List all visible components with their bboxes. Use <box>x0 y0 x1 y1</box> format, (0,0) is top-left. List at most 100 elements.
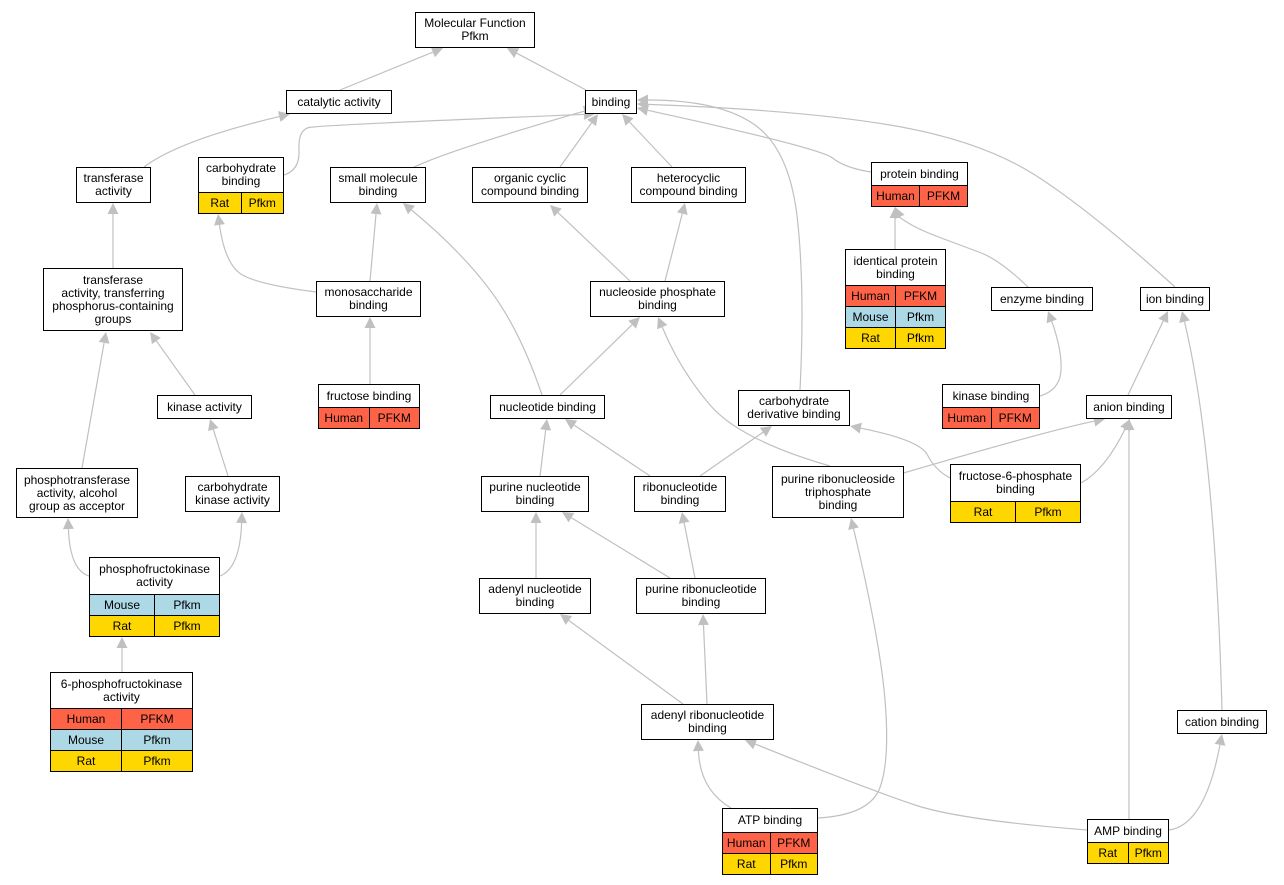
edge-f6p-to-anion <box>1080 428 1126 484</box>
node-label: carbohydrate derivative binding <box>747 394 841 421</box>
gene-symbol: PFKM <box>895 285 945 307</box>
node-cation[interactable]: cation binding <box>1177 710 1267 734</box>
node-kinase-act[interactable]: kinase activity <box>157 395 252 419</box>
node-ion[interactable]: ion binding <box>1140 287 1210 311</box>
node-label: Molecular Function Pfkm <box>424 16 526 43</box>
gene-symbol: PFKM <box>121 708 192 730</box>
node-org-cyclic[interactable]: organic cyclic compound binding <box>472 167 588 203</box>
arrowhead-phosphotrans-to-transferase-p <box>98 332 110 344</box>
arrowhead-adenyl-nuc-to-purine-nuc <box>530 512 542 523</box>
node-ribonuc[interactable]: ribonucleotide binding <box>634 476 726 512</box>
edge-purine-ribonucleoside-to-anion <box>899 420 1095 475</box>
node-label: enzyme binding <box>999 291 1085 306</box>
node-nucleotide[interactable]: nucleotide binding <box>490 395 605 419</box>
species-name: Human <box>846 285 896 307</box>
gene-symbol: Pfkm <box>895 306 945 328</box>
node-purine-ribonucleoside[interactable]: purine ribonucleoside triphosphate bindi… <box>772 466 904 518</box>
node-adenyl-ribonuc[interactable]: adenyl ribonucleotide binding <box>641 704 774 740</box>
edge-atp-to-adenyl-ribonuc <box>697 750 732 809</box>
node-transferase-p[interactable]: transferase activity, transferring phosp… <box>43 268 183 331</box>
gene-symbol: PFKM <box>769 832 817 854</box>
edge-cation-to-ion <box>1183 321 1223 711</box>
node-hetero[interactable]: heterocyclic compound binding <box>631 167 746 203</box>
node-label: adenyl ribonucleotide binding <box>650 708 765 735</box>
node-purine-ribonuc[interactable]: purine ribonucleotide binding <box>636 578 766 614</box>
node-carb-kinase[interactable]: carbohydrate kinase activity <box>185 476 280 512</box>
node-label: carbohydrate binding <box>205 161 277 188</box>
species-name: Rat <box>1088 842 1128 863</box>
node-catalytic[interactable]: catalytic activity <box>286 90 392 114</box>
species-name: Human <box>943 407 991 428</box>
arrowhead-anion-to-ion <box>1158 311 1169 324</box>
node-label: phosphofructokinase activity <box>99 562 210 589</box>
gene-symbol: Pfkm <box>895 327 945 348</box>
arrowhead-amp-to-cation <box>1214 734 1226 746</box>
gene-symbol: Pfkm <box>240 192 283 213</box>
node-carb-deriv[interactable]: carbohydrate derivative binding <box>738 390 850 426</box>
species-name: Rat <box>90 615 155 636</box>
arrowhead-org-cyclic-to-binding <box>587 114 598 127</box>
node-mf[interactable]: Molecular Function Pfkm <box>415 12 535 48</box>
arrowhead-carb-kinase-to-kinase-act <box>208 419 219 432</box>
edge-f6p-to-carb-deriv <box>860 427 951 479</box>
arrowhead-enzyme-to-protein <box>894 207 905 220</box>
node-label: 6-phosphofructokinase activity <box>60 676 183 704</box>
arrowhead-binding-to-mf <box>507 48 520 59</box>
node-anion[interactable]: anion binding <box>1086 395 1172 419</box>
node-label: transferase activity, transferring phosp… <box>52 272 174 326</box>
species-name: Human <box>319 407 369 428</box>
edge-atp-to-purine-ribonucleoside <box>817 528 888 819</box>
species-name: Rat <box>723 853 770 874</box>
edge-amp-to-adenyl-ribonuc <box>754 743 1088 831</box>
arrowhead-ribonuc-to-carb-deriv <box>759 426 772 437</box>
node-label: monosaccharide binding <box>324 285 413 312</box>
node-label: nucleoside phosphate binding <box>599 285 716 312</box>
node-nuc-phos[interactable]: nucleoside phosphate binding <box>590 281 725 317</box>
node-purine-nuc[interactable]: purine nucleotide binding <box>481 476 589 512</box>
edge-enzyme-to-protein <box>899 216 1029 288</box>
node-label: kinase binding <box>952 388 1030 403</box>
node-transferase[interactable]: transferase activity <box>76 167 151 203</box>
node-phosphotrans[interactable]: phosphotransferase activity, alcohol gro… <box>16 468 138 518</box>
node-mono[interactable]: monosaccharide binding <box>316 281 421 317</box>
node-label: carbohydrate kinase activity <box>195 480 270 507</box>
species-name: Rat <box>846 327 896 348</box>
node-adenyl-nuc[interactable]: adenyl nucleotide binding <box>479 578 591 614</box>
arrowhead-nuc-phos-to-hetero <box>676 203 688 216</box>
edge-small-mol-to-binding <box>413 110 585 168</box>
arrowhead-amp-to-anion <box>1123 419 1135 430</box>
edge-phosphotrans-to-transferase-p <box>81 342 105 469</box>
edge-kinase-act-to-transferase-p <box>155 340 196 396</box>
arrowhead-carb-deriv-to-binding <box>637 94 648 106</box>
node-label: purine nucleotide binding <box>489 480 581 507</box>
arrowhead-hetero-to-binding <box>622 114 634 126</box>
node-enzyme[interactable]: enzyme binding <box>991 287 1093 311</box>
edge-pfk-to-carb-kinase <box>219 522 243 577</box>
node-small-mol[interactable]: small molecule binding <box>330 167 426 203</box>
node-label: ATP binding <box>737 813 803 827</box>
node-label: AMP binding <box>1094 823 1162 838</box>
arrowhead-kinase-binding-to-enzyme <box>1046 311 1057 324</box>
arrowhead-pfk-to-phosphotrans <box>62 518 74 530</box>
species-name: Mouse <box>846 306 896 328</box>
arrowhead-atp-to-adenyl-ribonuc <box>692 740 704 752</box>
node-binding[interactable]: binding <box>585 90 637 114</box>
